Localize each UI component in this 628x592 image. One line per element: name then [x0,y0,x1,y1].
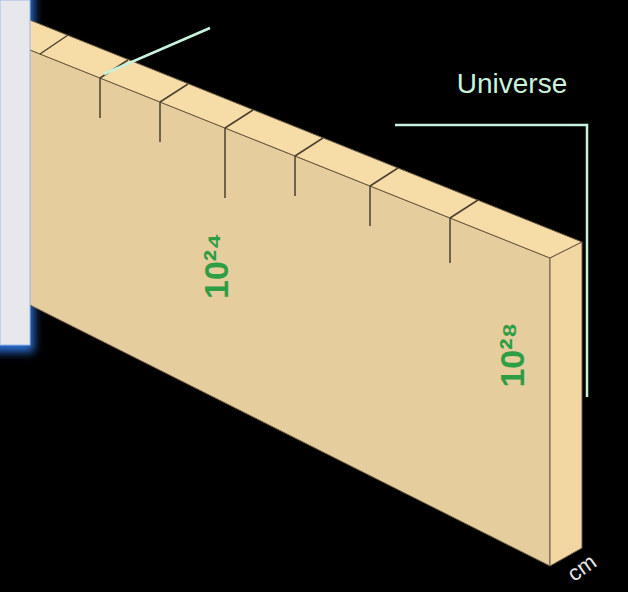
scale-value: 10²⁸ [495,322,529,387]
side-panel [0,0,30,345]
range-bracket [395,125,587,397]
leader-line [104,28,210,74]
unit-label: cm [564,551,601,586]
scale-value: 10²⁴ [199,233,233,299]
slab-front-face [0,38,550,566]
slab-top-face [0,8,582,258]
scale-ticks [40,35,478,263]
slab-end-face [550,242,582,566]
region-label: Universe [457,70,567,98]
panel-glow [0,0,34,352]
